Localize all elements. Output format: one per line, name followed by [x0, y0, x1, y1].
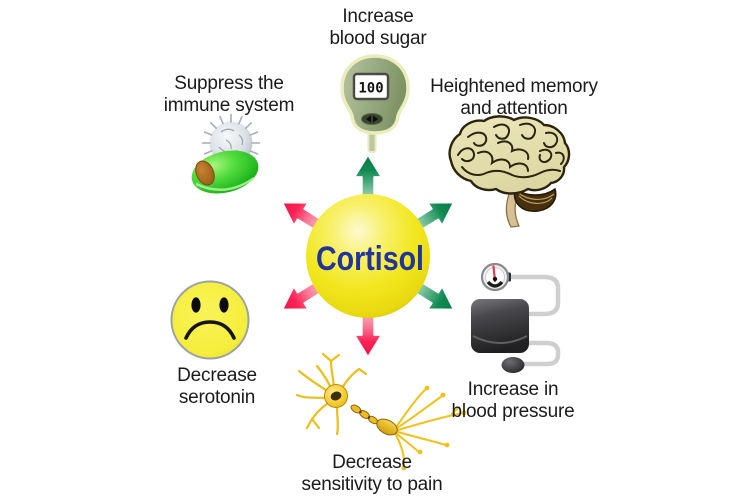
- bp-gauge-dial-marks: [486, 280, 504, 288]
- blood-pressure-monitor-icon: [471, 262, 561, 373]
- label-increase-blood-pressure: Increase in blood pressure: [452, 379, 575, 423]
- label-line: blood pressure: [451, 401, 575, 422]
- green-cell-highlight: [195, 177, 255, 191]
- cortisol-ball: Cortisol: [306, 194, 430, 318]
- neuron-axon-terminal: [376, 418, 398, 436]
- meter-button-arrows: [366, 115, 378, 123]
- immune-cell-icon: [191, 113, 261, 194]
- face-circle: [170, 280, 250, 360]
- bp-tube-bottom: [522, 340, 561, 367]
- label-line: Increase: [342, 6, 414, 27]
- label-heightened-memory: Heightened memory and attention: [430, 76, 598, 120]
- neuron-dendrites: [295, 352, 368, 436]
- label-line: Decrease: [332, 452, 412, 473]
- cerebellum-ridges: [516, 191, 555, 204]
- brain-gyri: [457, 122, 565, 179]
- label-increase-blood-sugar: Increase blood sugar: [329, 6, 426, 50]
- frown-mouth: [184, 320, 236, 340]
- label-line: Increase in: [467, 379, 559, 400]
- bp-gauge-pin: [492, 276, 498, 282]
- cell-nucleus-patch: [195, 160, 215, 186]
- neuron-node-2: [367, 416, 371, 419]
- brain-icon: [448, 115, 571, 228]
- label-line: blood sugar: [329, 28, 427, 49]
- cerebellum: [513, 187, 557, 212]
- meter-screen: [352, 72, 390, 101]
- label-decrease-pain: Decrease sensitivity to pain: [302, 452, 443, 496]
- sad-face-icon: [170, 280, 250, 360]
- label-line: Decrease: [177, 365, 257, 386]
- label-decrease-serotonin: Decrease serotonin: [177, 365, 257, 409]
- neuron-terminal-branches: [394, 387, 464, 468]
- label-line: serotonin: [178, 387, 256, 408]
- bp-tube-top: [503, 274, 561, 317]
- neuron-icon: [295, 352, 467, 471]
- label-line: and attention: [460, 98, 568, 119]
- left-eye: [191, 297, 201, 313]
- label-line: Suppress the: [174, 73, 284, 94]
- neuron-node-1: [359, 410, 362, 414]
- neuron-terminal-knobs: [401, 385, 467, 471]
- label-line: sensitivity to pain: [301, 474, 443, 495]
- meter-button: [361, 113, 383, 125]
- right-eye: [219, 297, 229, 313]
- bp-bulb: [501, 357, 525, 373]
- cortisol-label: Cortisol: [316, 240, 424, 278]
- neuron-nucleus: [330, 391, 342, 401]
- label-line: Heightened memory: [430, 76, 598, 97]
- meter-reading: 100: [358, 81, 383, 97]
- label-line: immune system: [163, 95, 295, 116]
- glucose-meter-icon: 100: [340, 54, 410, 153]
- bp-cuff-seam: [472, 335, 528, 344]
- bp-cuff: [471, 299, 529, 353]
- ball-circle: [306, 194, 430, 318]
- label-suppress-immune: Suppress the immune system: [163, 73, 295, 117]
